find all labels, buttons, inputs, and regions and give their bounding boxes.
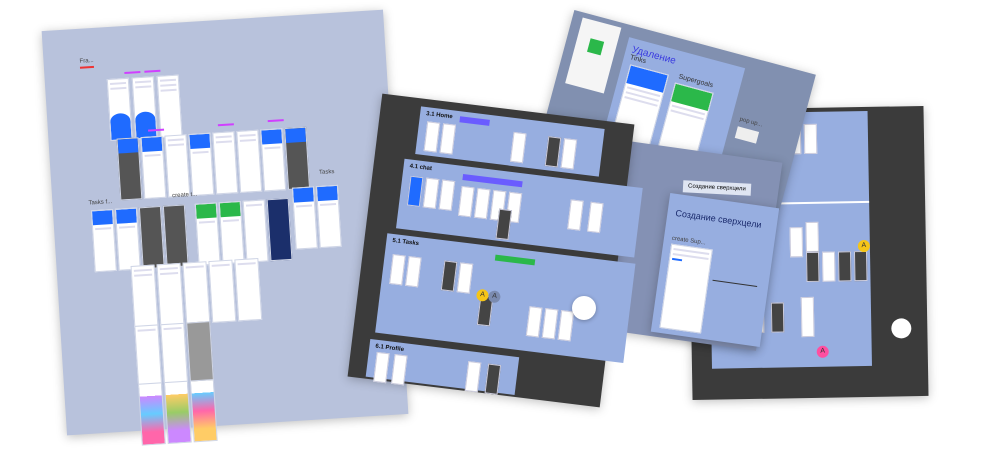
avatar [572,296,596,320]
phone-frame[interactable] [189,379,218,443]
phone-frame[interactable] [659,243,713,334]
phone-frame[interactable] [164,134,191,198]
annotation-mark [217,123,234,127]
phone-frame[interactable] [163,380,192,445]
frame-underline [79,65,95,69]
annotation-mark [267,119,284,123]
popup-frame[interactable] [734,126,760,144]
frame-label: Fra... [79,57,94,65]
create-tab-label: Создание сверхцели [687,183,746,193]
phone-frame[interactable] [116,137,143,201]
phone-frame[interactable] [194,202,221,266]
phone-frame[interactable] [212,131,239,195]
phone-frame[interactable] [114,207,141,271]
phone-frame[interactable] [218,200,245,265]
section-title: 3.1 Home [425,111,453,121]
annotation-mark [124,71,141,75]
phone-frame[interactable] [138,205,165,270]
app-icon [587,38,605,56]
create-label: create t... [172,191,198,200]
phone-frame[interactable] [266,197,293,262]
phone-frame[interactable] [90,209,117,273]
tasks2-label: Tasks [318,169,335,176]
phone-frame[interactable] [160,322,189,387]
phone-frame[interactable] [188,132,215,197]
phone-frame[interactable] [234,257,263,322]
create-supergoal-board[interactable]: Создание сверхцели create Sup... [650,193,780,347]
phone-frame[interactable] [106,77,133,142]
phone-frame[interactable] [162,204,189,268]
phone-frame[interactable] [284,126,311,190]
phone-frame[interactable] [130,264,159,328]
phone-frame[interactable] [186,321,215,385]
phone-frame[interactable] [260,128,287,192]
phone-frame[interactable] [315,184,342,249]
phone-frame[interactable] [236,129,263,193]
handwritten-note [712,279,758,288]
avatar [891,318,912,339]
annotation-mark [144,69,161,73]
phone-frame[interactable] [242,199,269,263]
phone-frame[interactable] [291,186,318,250]
phone-frame[interactable] [156,262,185,327]
app-splash-frame[interactable] [565,17,622,94]
phone-frame[interactable] [140,135,167,200]
phone-frame[interactable] [134,324,163,388]
section-title: 4.1 chat [409,163,433,173]
phone-frame[interactable] [182,261,211,325]
tasks-label: Tasks f... [88,199,113,207]
board-title: Создание сверхцели [674,208,763,230]
phone-frame[interactable] [208,259,237,323]
section-title: 5.1 Tasks [392,237,420,248]
phone-frame[interactable] [137,382,166,446]
avatar: A [487,290,502,304]
